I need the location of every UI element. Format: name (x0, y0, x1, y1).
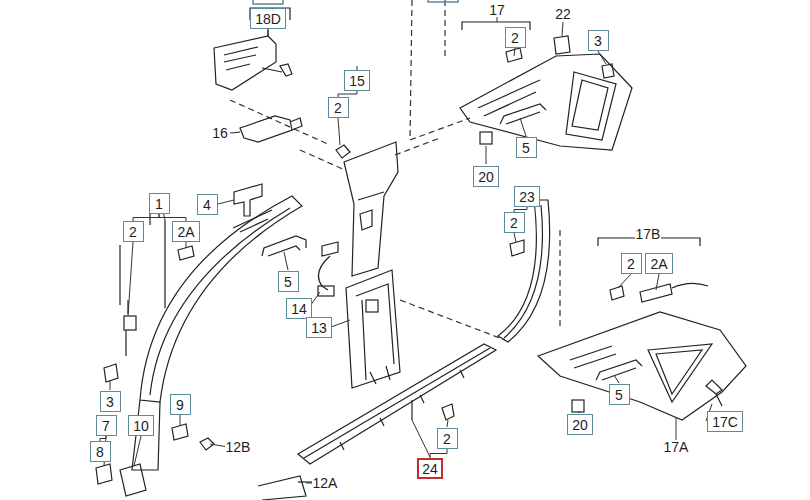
callout-box: 2A (172, 221, 200, 242)
callout-number: 5 (615, 388, 623, 402)
callout-box: 23 (514, 186, 540, 207)
callout-box: 2 (328, 97, 349, 118)
callout-box: 13 (306, 317, 332, 338)
callout-box: 18D (250, 8, 286, 29)
sill-trim (298, 344, 496, 464)
dashed-line (230, 0, 560, 340)
b-pillar-lower-trim (318, 242, 400, 388)
rear-lower-trim (538, 238, 746, 420)
callout-number: 9 (176, 398, 184, 412)
callout-number: 2A (650, 257, 667, 271)
callout-box: 8 (90, 441, 111, 462)
callout-number: 8 (96, 445, 104, 459)
callout-box: 2 (621, 253, 642, 274)
leader-line (104, 17, 712, 483)
trim-bracket (214, 8, 292, 90)
callout-box: 10 (128, 415, 154, 436)
callout-number: 5 (522, 141, 530, 155)
callout-number: 4 (203, 198, 211, 212)
bracket (234, 184, 262, 216)
callout-number: 20 (572, 418, 588, 432)
callout-number: 2 (511, 31, 519, 45)
rear-upper-trim (460, 22, 632, 150)
callout-number: 3 (594, 34, 602, 48)
callout-number: 15 (349, 74, 365, 88)
callout-number: 1 (155, 197, 163, 211)
c-pillar-trim (498, 200, 550, 342)
callout-box: 17C (707, 411, 743, 432)
callout-number: 2 (510, 216, 518, 230)
bracket-line (430, 449, 447, 458)
a-pillar-trim (120, 196, 302, 470)
callout-number: 2A (177, 225, 194, 239)
callout-number: 2 (443, 432, 451, 446)
part-number: 17 (488, 3, 506, 17)
callout-box: 2 (505, 27, 526, 48)
part-number: 12B (225, 440, 252, 454)
callout-number: 20 (478, 170, 494, 184)
callout-number: 3 (106, 395, 114, 409)
callout-box: 2 (123, 221, 144, 242)
cut-callout (428, 0, 458, 2)
callout-number: 2 (627, 257, 635, 271)
callout-box: 5 (278, 271, 299, 292)
part-number: 16 (211, 126, 229, 140)
callout-box: 7 (96, 415, 117, 436)
part-number: 17B (635, 227, 662, 241)
callout-box: 4 (197, 194, 218, 215)
callout-box: 9 (170, 394, 191, 415)
switch (232, 116, 302, 142)
callout-number: 23 (519, 190, 535, 204)
callout-box: 15 (344, 70, 370, 91)
callout-number: 14 (291, 302, 307, 316)
callout-number: 7 (102, 419, 110, 433)
callout-number: 17C (712, 415, 738, 429)
callout-box: 24 (417, 458, 443, 479)
callout-box: 2A (645, 253, 673, 274)
callout-box: 5 (609, 384, 630, 405)
callout-number: 10 (133, 419, 149, 433)
clip (96, 300, 312, 500)
callout-box: 20 (473, 166, 499, 187)
callout-number: 2 (129, 225, 137, 239)
part-number: 22 (554, 7, 572, 21)
part-number: 17A (663, 440, 690, 454)
callout-box: 5 (516, 137, 537, 158)
part-number: 12A (312, 476, 339, 490)
cut-callout (253, 0, 283, 4)
callout-box: 2 (437, 428, 458, 449)
callout-box: 20 (567, 414, 593, 435)
callout-number: 13 (311, 321, 327, 335)
callout-number: 2 (334, 101, 342, 115)
callout-box: 2 (504, 212, 525, 233)
callout-box: 3 (100, 391, 121, 412)
bracket-line (133, 214, 159, 221)
bracket-line (159, 214, 186, 221)
callout-number: 5 (284, 275, 292, 289)
callout-box: 1 (149, 193, 170, 214)
callout-box: 14 (286, 298, 312, 319)
callout-number: 24 (422, 462, 438, 476)
b-pillar-upper-trim (336, 142, 398, 276)
callout-number: 18D (255, 12, 281, 26)
callout-box: 3 (588, 30, 609, 51)
